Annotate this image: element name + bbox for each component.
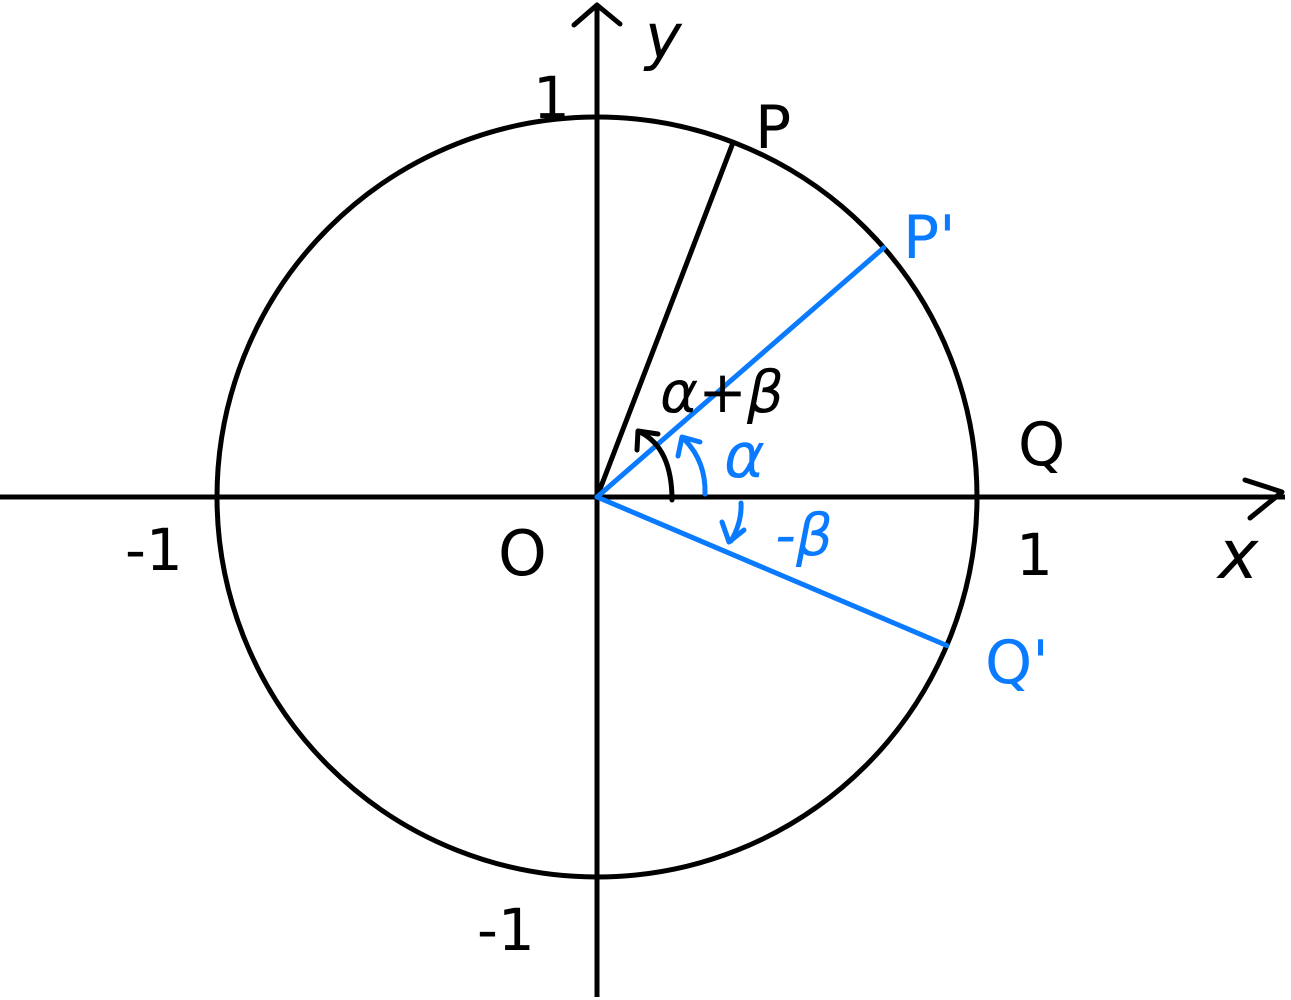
x-axis-arrow-icon bbox=[1242, 477, 1285, 521]
ray-OQ-prime bbox=[594, 494, 950, 648]
angle-label-alpha: α bbox=[724, 419, 765, 492]
angle-arrow-minus-beta-icon bbox=[719, 519, 747, 545]
x-axis-label: x bbox=[1216, 516, 1259, 595]
angle-label-alpha-plus-beta: α+β bbox=[660, 358, 784, 426]
ray-OP-prime bbox=[594, 245, 887, 500]
tick-y-neg: -1 bbox=[477, 896, 535, 964]
y-axis-arrow-icon bbox=[571, 2, 623, 28]
ray-OP bbox=[594, 139, 736, 500]
angle-label-minus-beta: -β bbox=[775, 501, 833, 569]
point-label-P: P bbox=[755, 93, 791, 163]
y-axis-label: y bbox=[643, 0, 683, 73]
angle-arc-alpha-plus-beta bbox=[637, 429, 675, 503]
angle-arrow-alpha-icon bbox=[675, 434, 703, 459]
tick-x-pos: 1 bbox=[1016, 521, 1053, 589]
origin-label: O bbox=[498, 517, 547, 590]
point-label-Q: Q bbox=[1018, 410, 1065, 480]
point-label-P-prime: P' bbox=[903, 203, 956, 273]
tick-x-neg: -1 bbox=[125, 516, 183, 584]
tick-y-pos: 1 bbox=[533, 64, 570, 132]
angle-arc-alpha bbox=[682, 437, 708, 497]
point-label-Q-prime: Q' bbox=[985, 628, 1049, 698]
angle-arrow-alpha-plus-beta-icon bbox=[634, 428, 661, 453]
